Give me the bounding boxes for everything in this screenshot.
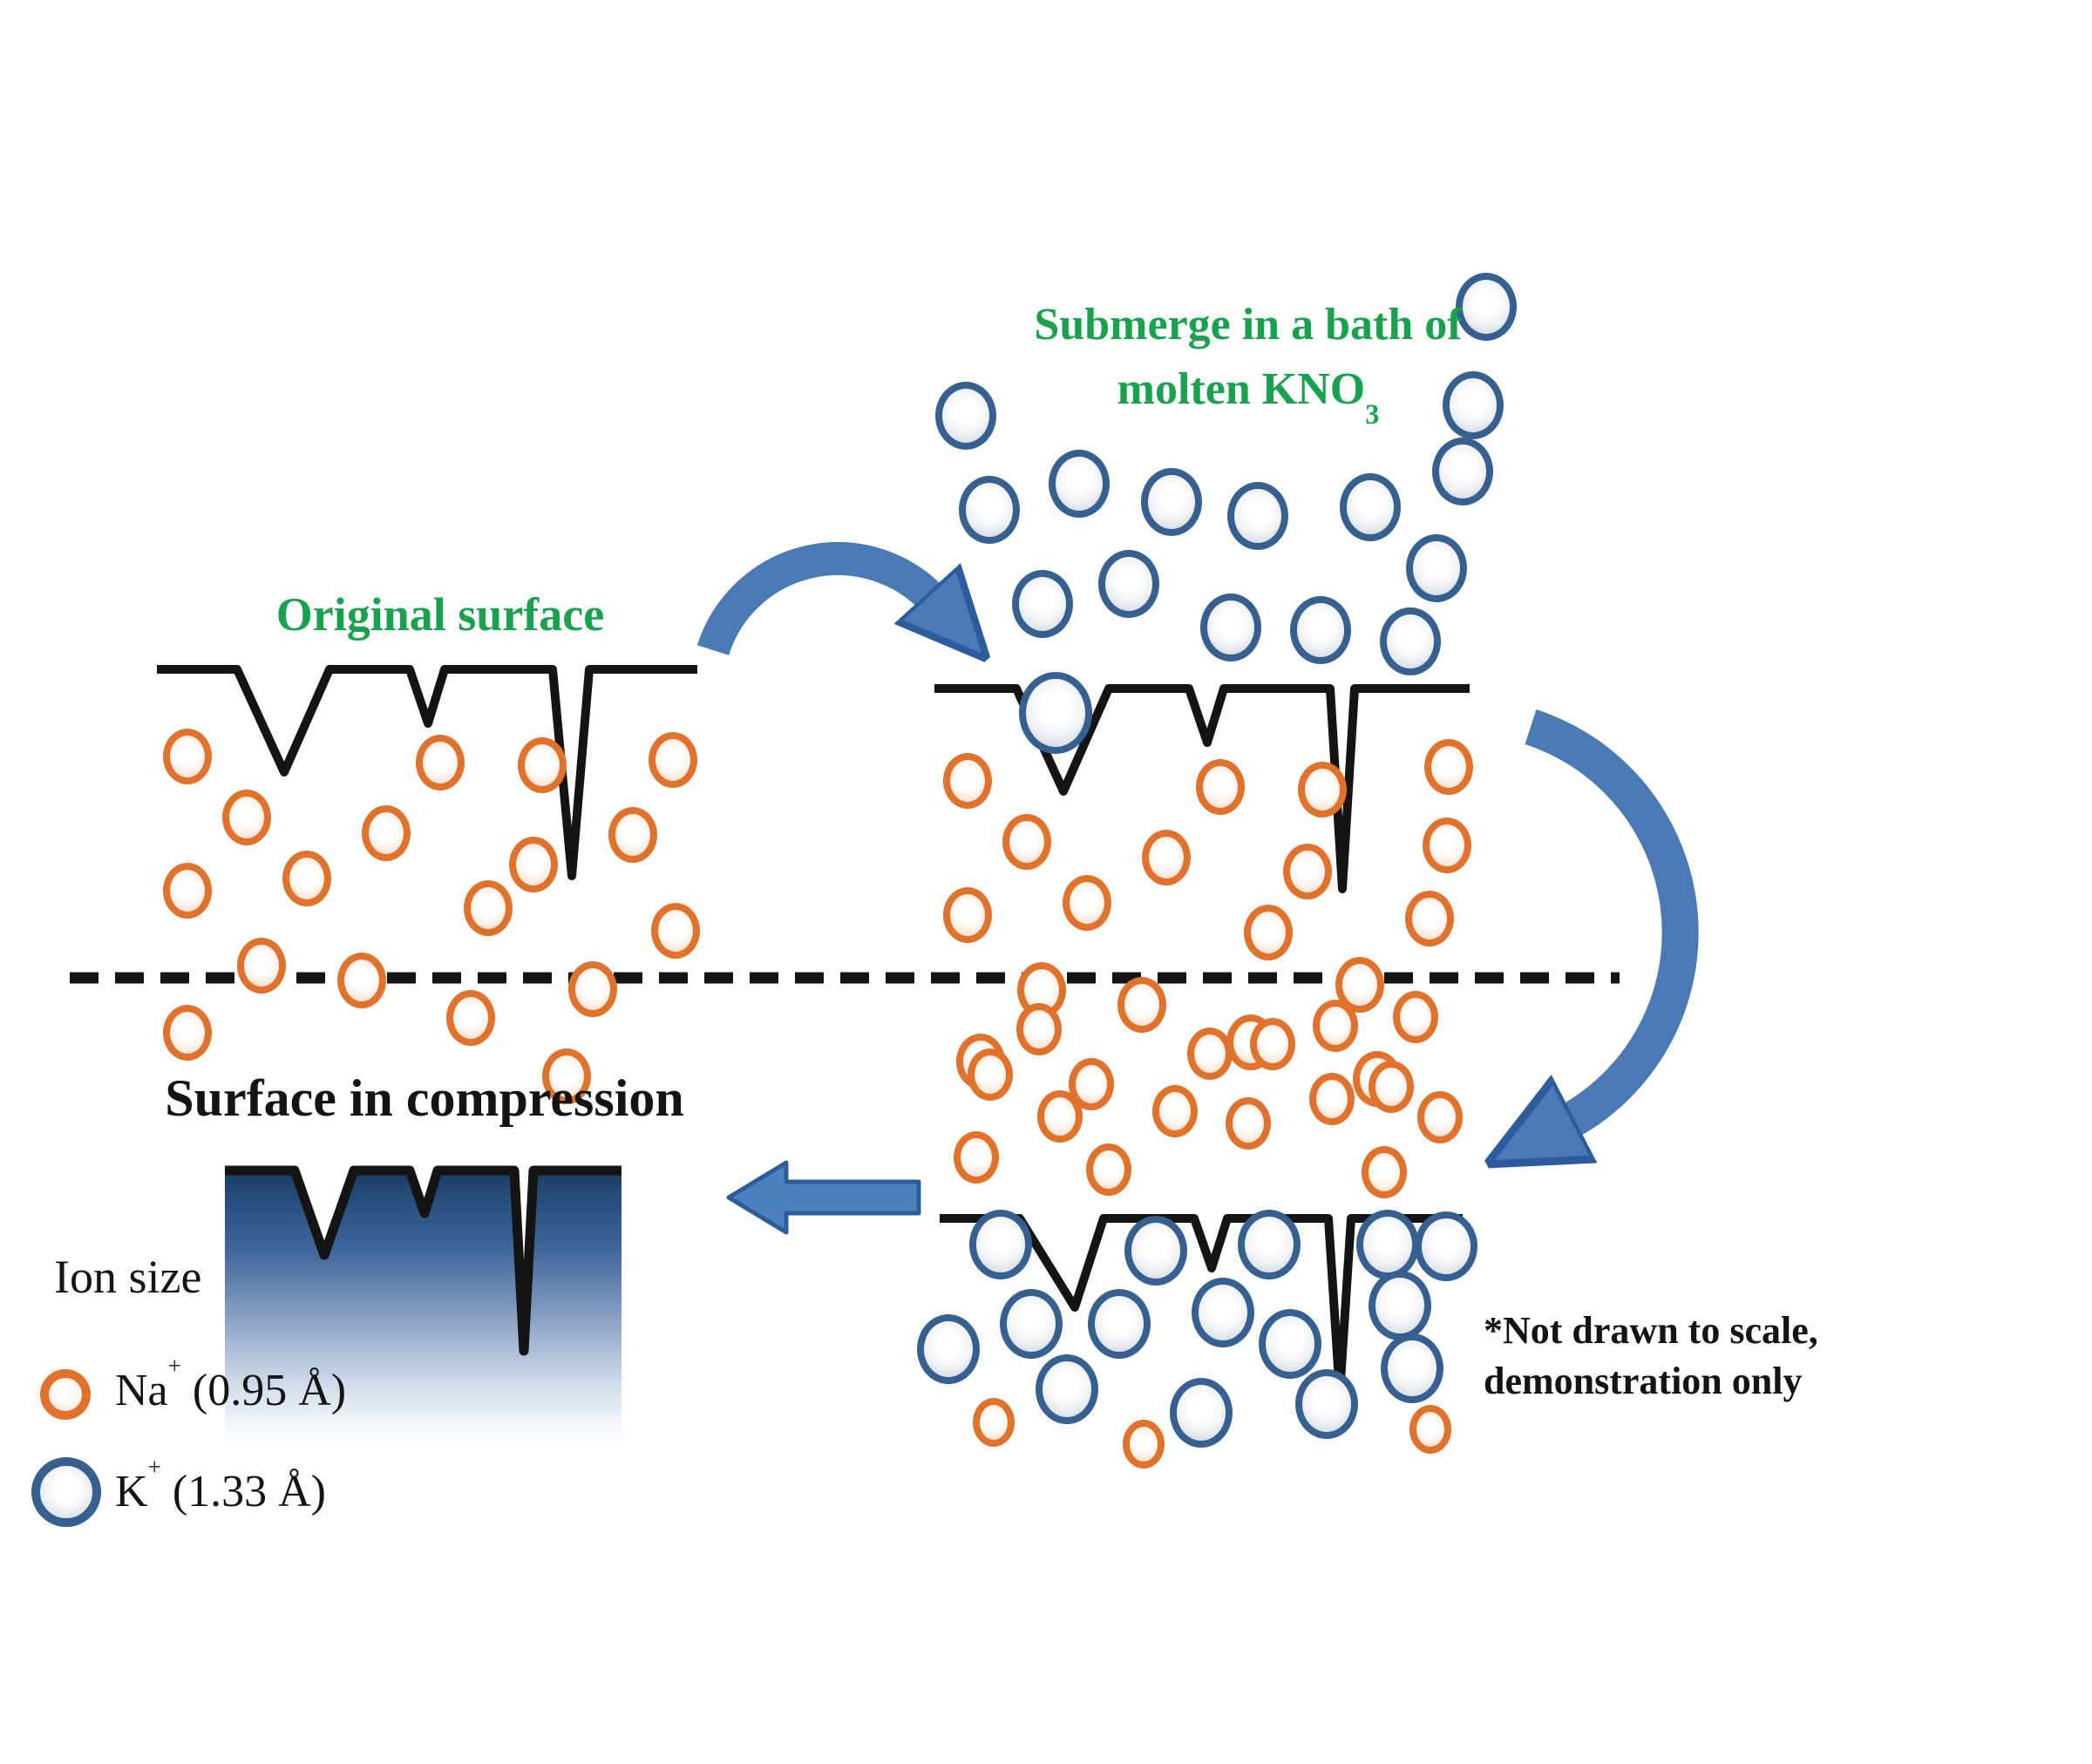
arrow-exchange-icon: [1531, 709, 1699, 1124]
scale-note-line2: demonstration only: [1484, 1360, 1803, 1403]
bath-surface-line: [934, 684, 1470, 893]
arrow-submerge-icon: [696, 542, 934, 650]
original-surface-line: [157, 665, 697, 880]
ion-size-label: Ion size: [54, 1251, 202, 1303]
submerge-title-line2: molten KNO3: [1117, 364, 1380, 430]
na-legend-label: Na+ (0.95 Å): [115, 1353, 347, 1415]
exchanged-surface-line: [940, 1214, 1463, 1399]
submerge-title: Submerge in a bath of molten KNO3: [987, 293, 1510, 436]
compression-surface-line: [225, 1165, 621, 1356]
na-legend-swatch-icon: [40, 1369, 91, 1420]
k-legend-label: K+ (1.33 Å): [115, 1454, 326, 1516]
surface-compression-title: Surface in compression: [165, 1069, 684, 1127]
scale-note-line1: *Not drawn to scale,: [1484, 1309, 1818, 1352]
submerge-title-line1: Submerge in a bath of: [1034, 300, 1463, 349]
k-legend-swatch-icon: [31, 1457, 101, 1527]
arrow-result-icon: [726, 1160, 921, 1235]
scale-note: *Not drawn to scale, demonstration only: [1484, 1306, 1818, 1407]
compression-block: [225, 1170, 621, 1447]
original-surface-title: Original surface: [275, 588, 605, 641]
